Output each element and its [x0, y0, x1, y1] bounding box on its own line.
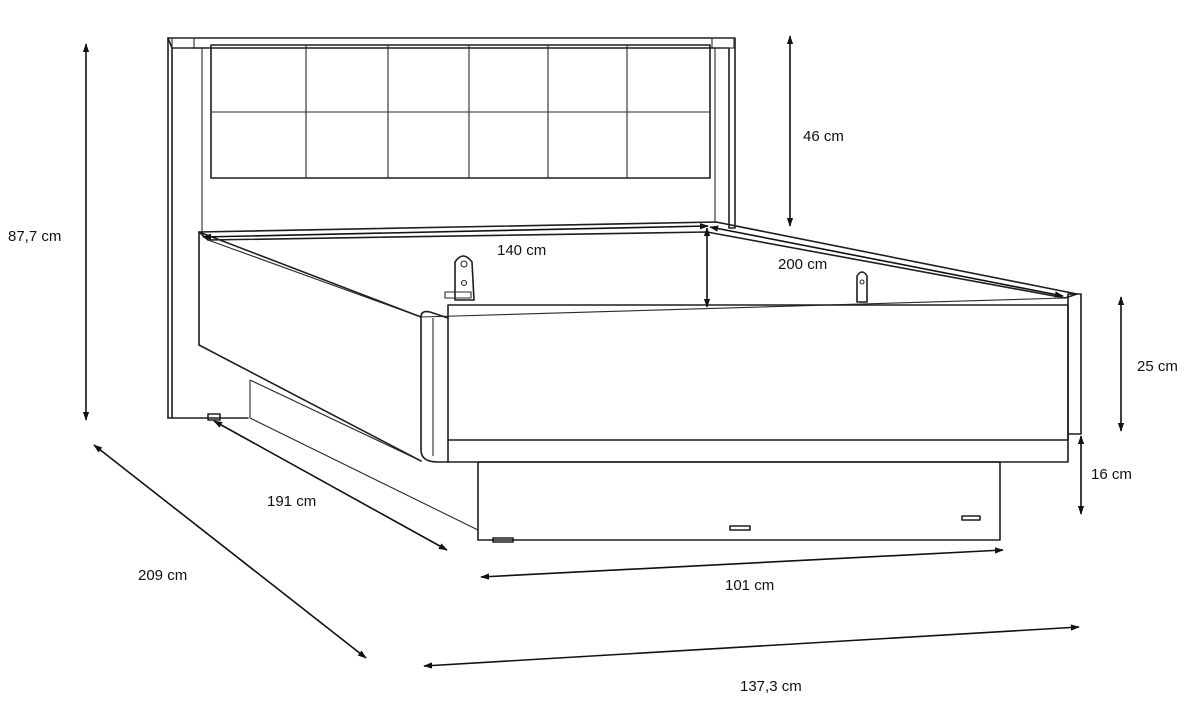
total-length-arrow — [93, 444, 367, 659]
dimension-arrows — [82, 35, 1125, 669]
total-length-label: 209 cm — [138, 567, 187, 584]
mattress-width-arrow — [202, 223, 709, 240]
mattress-length-arrow — [709, 225, 1064, 298]
base-height-label: 16 cm — [1091, 466, 1132, 483]
base-width-arrow — [480, 547, 1004, 580]
total-width-label: 137,3 cm — [740, 678, 802, 695]
total-width-arrow — [423, 624, 1080, 669]
mattress-length-label: 200 cm — [778, 256, 827, 273]
upholstered-panel — [210, 44, 711, 179]
mattress-width-label: 140 cm — [497, 242, 546, 259]
bed-illustration — [167, 37, 1082, 543]
base-width-label: 101 cm — [725, 577, 774, 594]
storage-base — [207, 379, 1001, 543]
dimension-labels: 87,7 cm 46 cm 140 cm 200 cm 25 cm 16 cm … — [8, 128, 1178, 695]
inner-side-length-arrow — [213, 420, 448, 551]
frame-height-label: 25 cm — [1137, 358, 1178, 375]
inner-side-length-label: 191 cm — [267, 493, 316, 510]
bed-frame — [198, 221, 1082, 463]
headboard-height-label: 46 cm — [803, 128, 844, 145]
total-height-label: 87,7 cm — [8, 228, 61, 245]
